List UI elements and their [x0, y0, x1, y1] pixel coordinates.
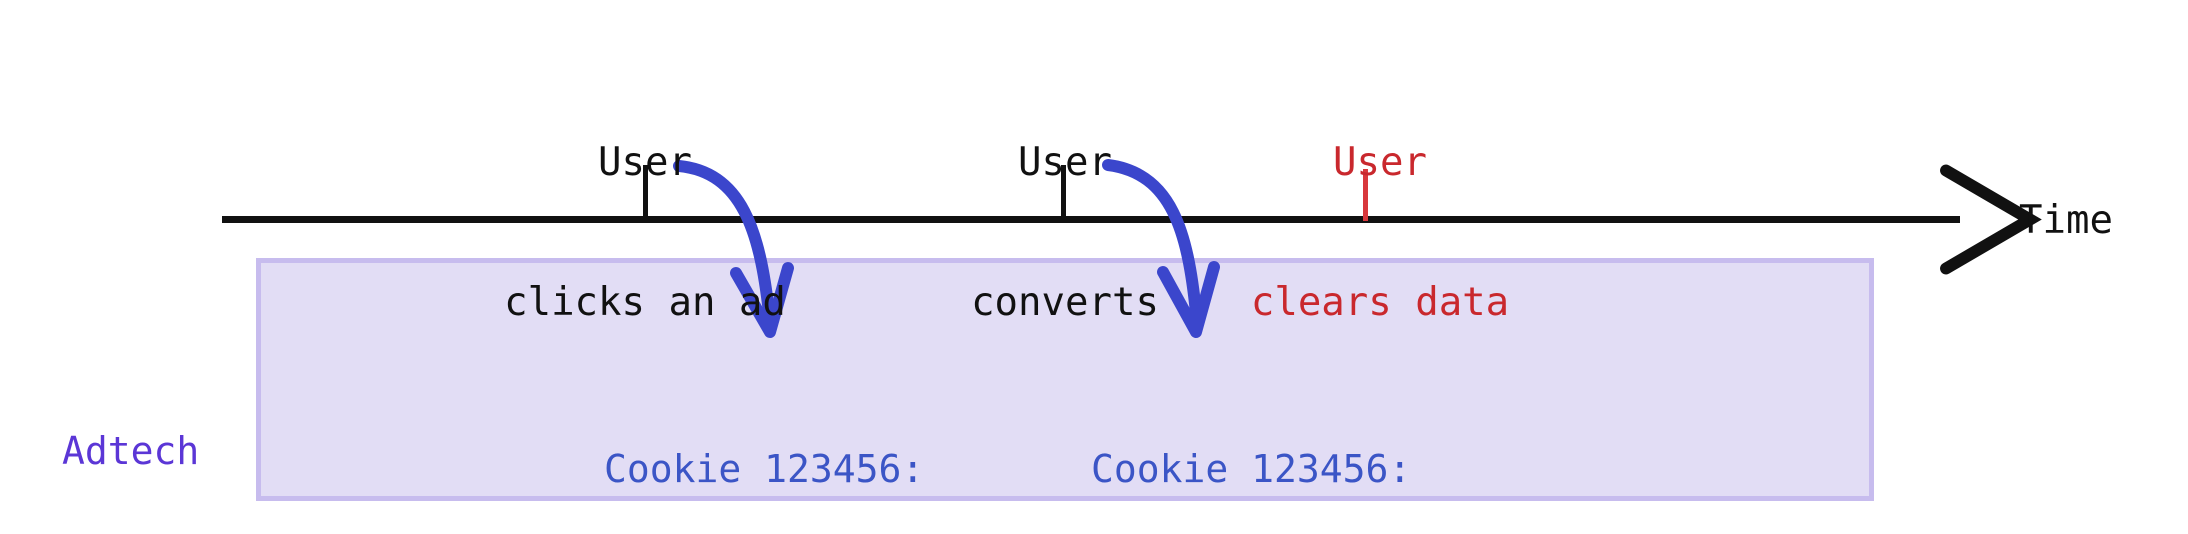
log-entry-ad-clicked: Cookie 123456: Ad clicked [604, 348, 924, 534]
log-entry-ad-clicked-line1: Cookie 123456: [604, 447, 925, 492]
log-entry-converted: Cookie 123456: Converted [1091, 348, 1411, 534]
log-entry-converted-line1: Cookie 123456: [1091, 447, 1412, 492]
event-label-conversion-line1: User [1018, 139, 1112, 185]
time-axis-caption: Time [2019, 198, 2113, 243]
event-label-conversion: User converts [880, 46, 1250, 420]
event-label-ad-click-line1: User [598, 139, 692, 185]
adtech-server-label-line1: Adtech [62, 428, 200, 473]
flow-arrow-ad-click [673, 160, 794, 338]
event-label-ad-click: User clicks an ad [445, 46, 845, 420]
adtech-server-label: Adtech server [62, 332, 262, 534]
event-label-clear-data-line1: User [1333, 139, 1427, 185]
adtech-server-band [256, 258, 1874, 501]
event-label-clear-data-line2: clears data [1250, 279, 1510, 325]
flow-arrow-conversion [1102, 159, 1220, 338]
event-label-conversion-line2: converts [971, 279, 1159, 325]
event-label-ad-click-line2: clicks an ad [504, 279, 786, 325]
event-label-clear-data: User clears data [1210, 46, 1550, 420]
